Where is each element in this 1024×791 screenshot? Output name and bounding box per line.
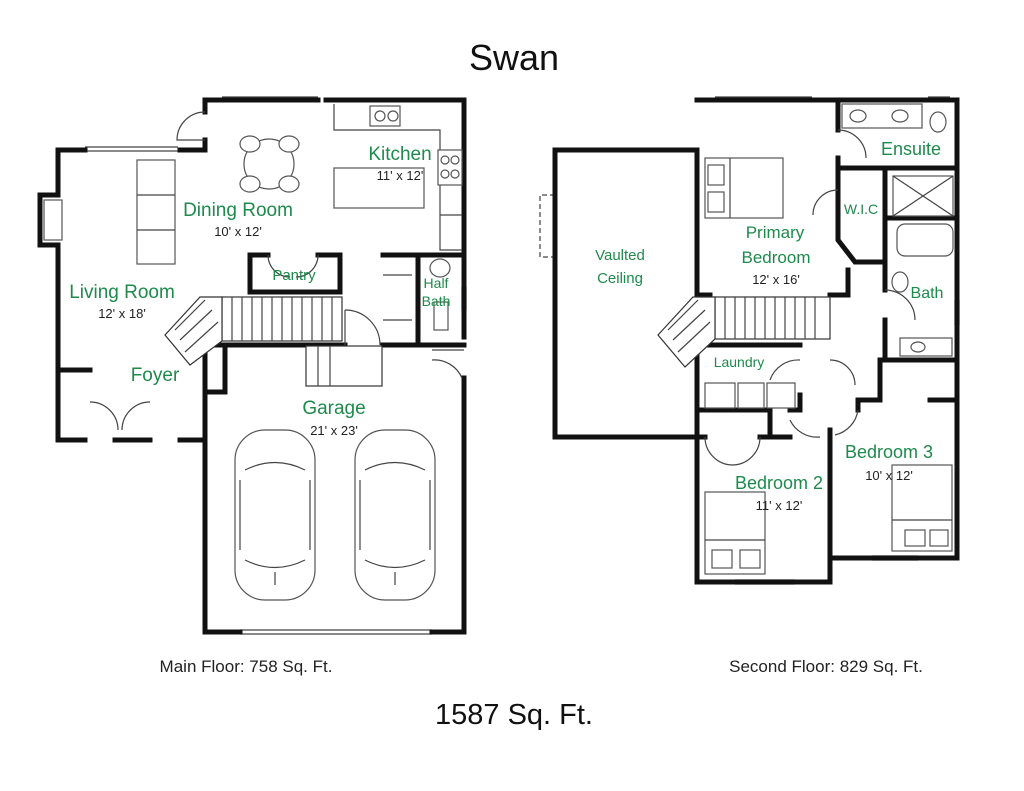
living-room-label: Living Room xyxy=(69,282,175,303)
second-floor-plan: Vaulted Ceiling Primary Bedroom 12' x 16… xyxy=(539,96,960,585)
ensuite-label: Ensuite xyxy=(881,139,941,159)
garage-car-right xyxy=(354,429,436,601)
garage-car-left xyxy=(234,429,316,601)
main-floor-plan: Kitchen 11' x 12' Dining Room 10' x 12' … xyxy=(37,96,467,635)
main-stair-treads xyxy=(231,297,333,341)
kitchen-label: Kitchen xyxy=(368,144,431,165)
living-room-dims: 12' x 18' xyxy=(98,306,146,321)
wic-label: W.I.C xyxy=(844,201,878,217)
main-floor-caption: Main Floor: 758 Sq. Ft. xyxy=(160,657,333,676)
pantry-label: Pantry xyxy=(272,267,316,284)
main-floor-walls xyxy=(37,97,467,635)
bedroom-2-dims: 11' x 12' xyxy=(756,498,803,513)
primary-bedroom-dims: 12' x 16' xyxy=(752,272,800,287)
bedroom-3-label: Bedroom 3 xyxy=(845,442,933,462)
dining-room-dims: 10' x 12' xyxy=(214,224,262,239)
plan-title: Swan xyxy=(469,37,559,78)
kitchen-dims: 11' x 12' xyxy=(377,168,424,183)
foyer-label: Foyer xyxy=(131,365,180,386)
garage-label: Garage xyxy=(302,398,365,419)
vaulted-ceiling-label-line1: Vaulted xyxy=(595,247,645,264)
half-bath-label-line1: Half xyxy=(424,275,449,291)
vaulted-ceiling-label-line2: Ceiling xyxy=(597,270,643,287)
primary-bedroom-label-line1: Primary xyxy=(746,223,805,242)
second-floor-caption: Second Floor: 829 Sq. Ft. xyxy=(729,657,923,676)
second-floor-walls xyxy=(552,97,960,585)
laundry-label: Laundry xyxy=(714,354,765,370)
primary-bedroom-label-line2: Bedroom xyxy=(742,248,811,267)
upper-stair-treads xyxy=(724,297,816,339)
dining-room-label: Dining Room xyxy=(183,200,293,221)
bedroom-2-label: Bedroom 2 xyxy=(735,473,823,493)
half-bath-label-line2: Bath xyxy=(422,293,451,309)
total-area: 1587 Sq. Ft. xyxy=(435,699,593,731)
garage-dims: 21' x 23' xyxy=(310,423,358,438)
bath-label: Bath xyxy=(911,285,944,302)
bedroom-3-dims: 10' x 12' xyxy=(865,468,913,483)
